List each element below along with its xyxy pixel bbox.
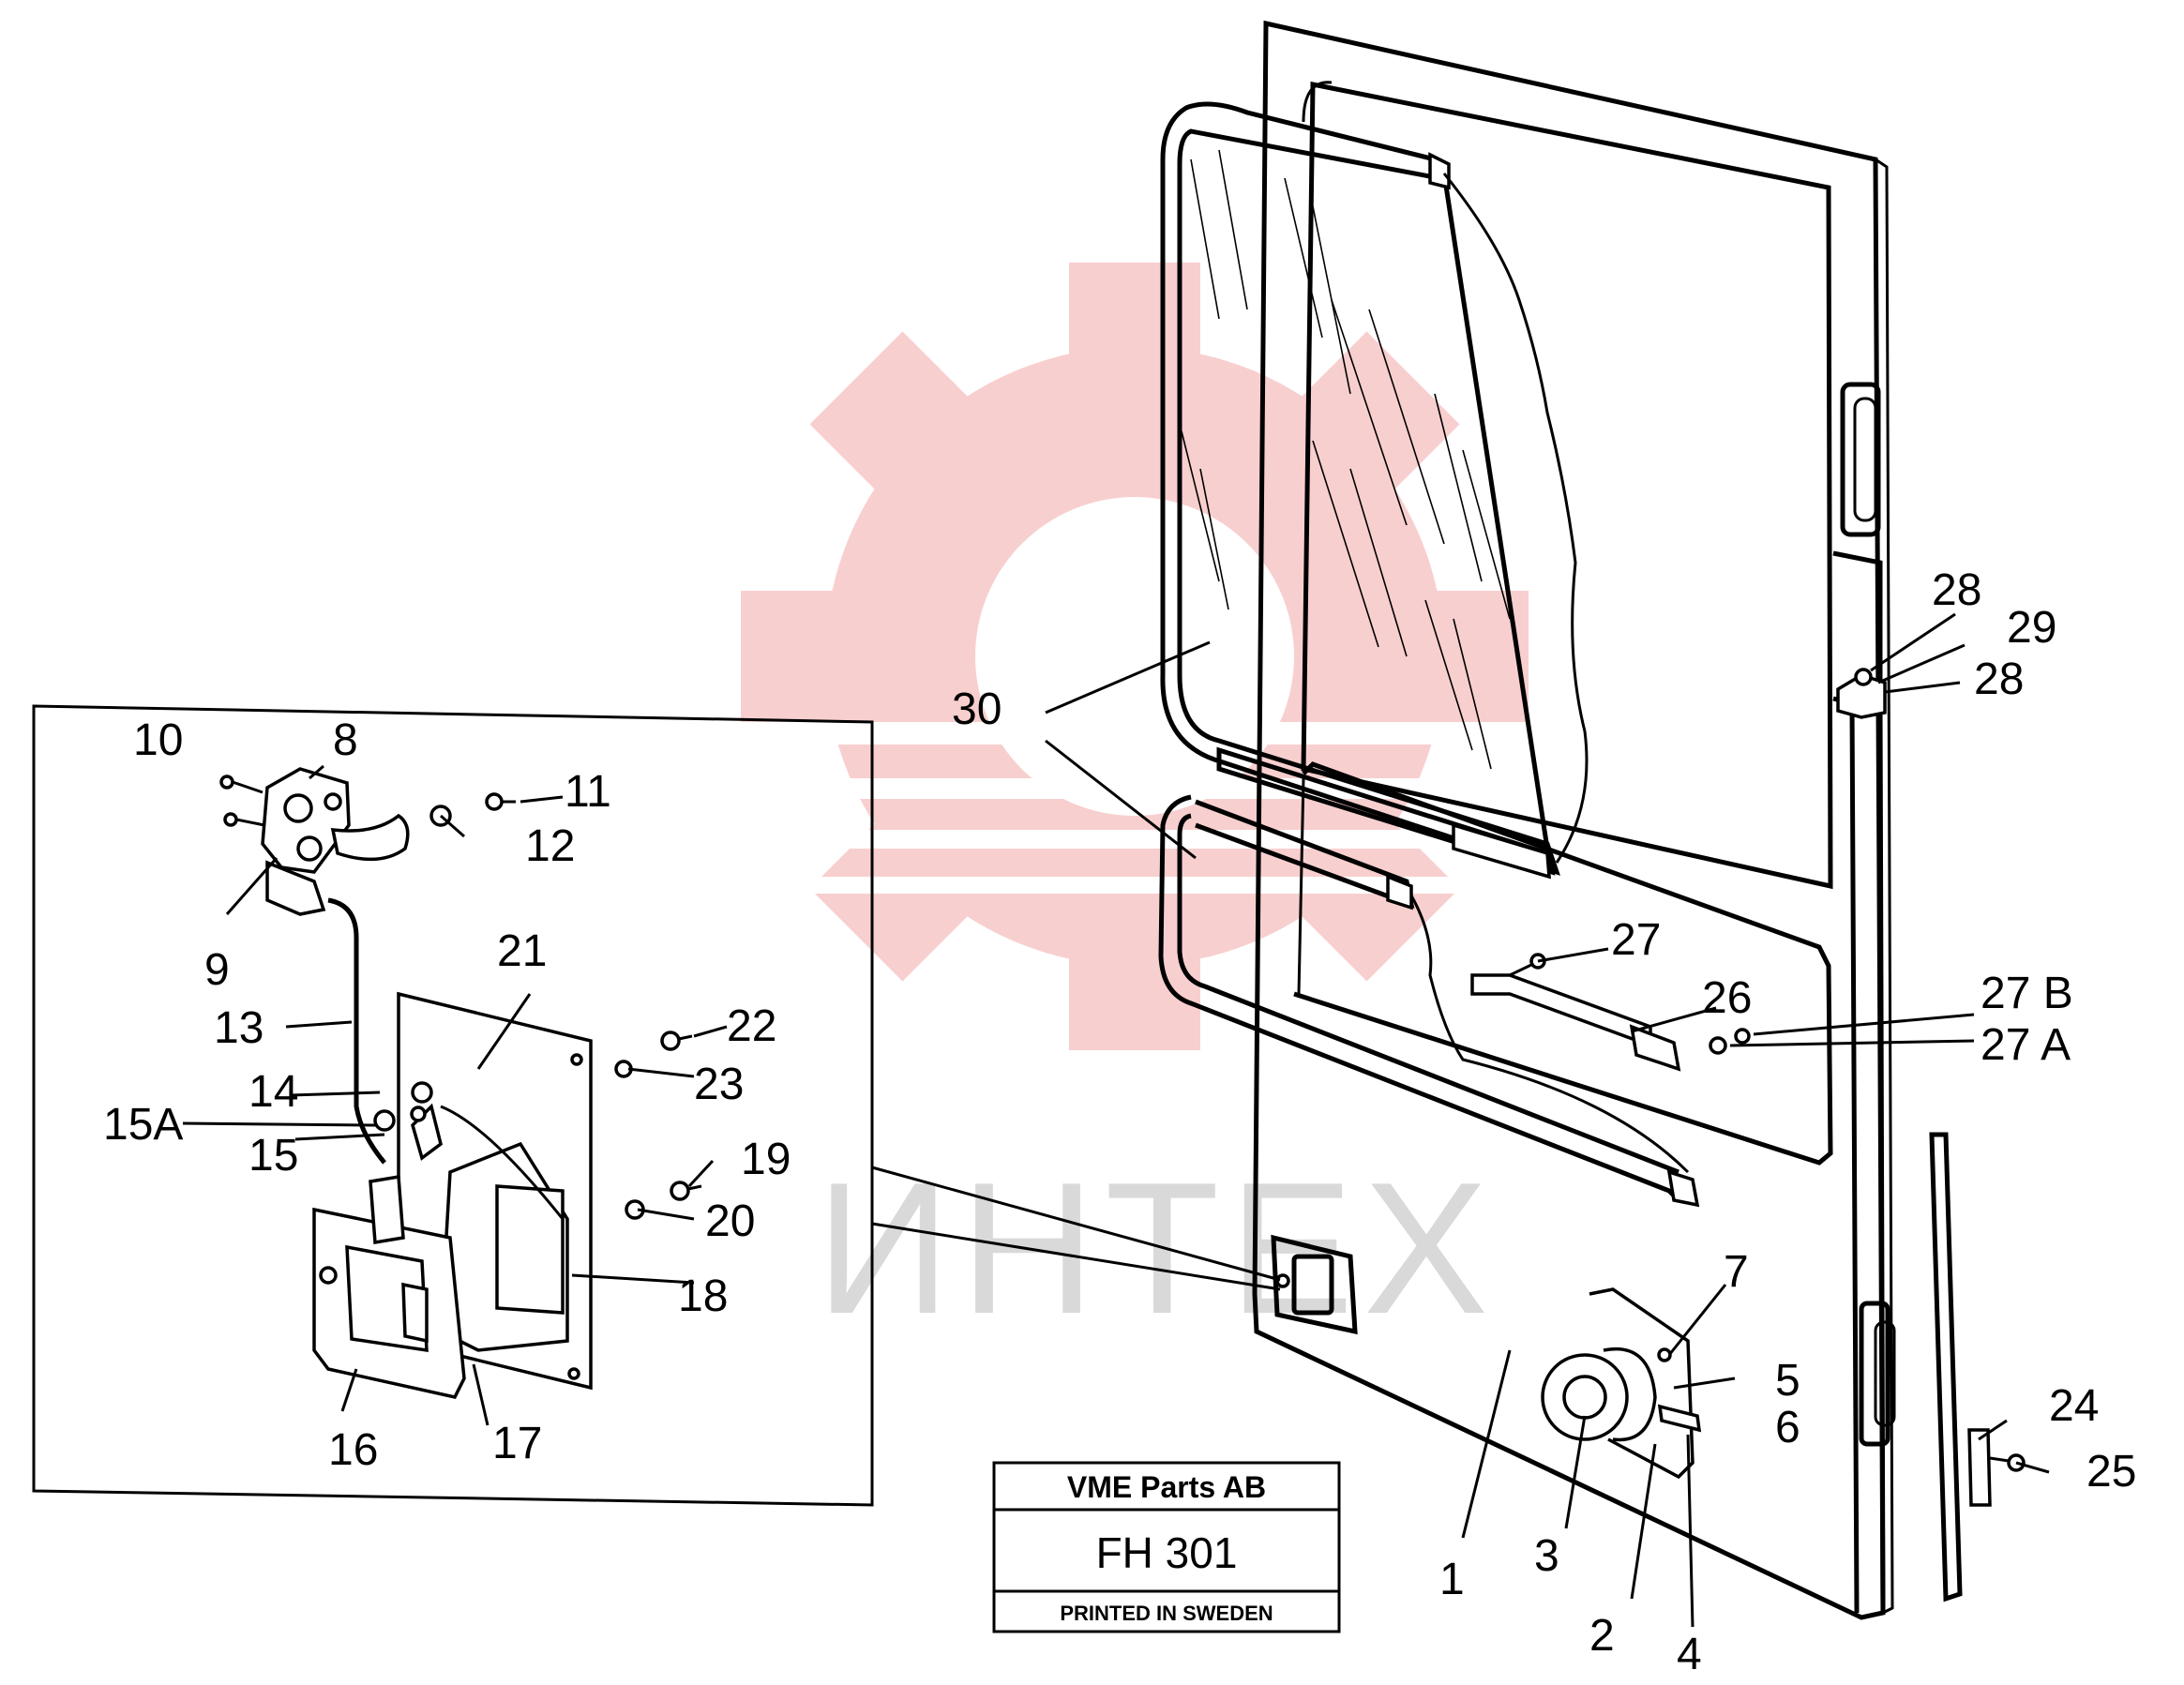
callout-16: 16 [328,1425,378,1475]
callout-5: 5 [1775,1356,1800,1406]
callout-19: 19 [741,1135,791,1184]
callout-2: 2 [1589,1611,1615,1661]
callout-27B: 27 B [1981,969,2073,1018]
detail-frame [32,704,1281,1507]
callout-27: 27 [1611,915,1661,965]
callout-labels: 1 2 3 4 5 6 7 8 9 10 11 12 13 14 15A 15 … [103,565,2136,1679]
callout-4: 4 [1677,1630,1702,1679]
callout-26: 26 [1702,973,1752,1023]
leader-lines [182,612,2050,1628]
title-company: VME Parts AB [1067,1470,1266,1504]
callout-20: 20 [705,1196,755,1246]
callout-15: 15 [249,1131,298,1181]
door-assembly [1252,20,2026,1620]
callout-12: 12 [525,821,575,871]
callout-9: 9 [204,945,230,995]
callout-7: 7 [1724,1247,1749,1297]
title-printed: PRINTED IN SWEDEN [1060,1602,1273,1625]
rod-13 [327,897,386,1165]
callout-17: 17 [492,1419,542,1468]
callout-13: 13 [214,1003,264,1053]
title-block: VME Parts AB FH 301 PRINTED IN SWEDEN [992,1461,1341,1633]
callout-15A: 15A [103,1100,183,1150]
title-code: FH 301 [1096,1528,1238,1577]
callout-11: 11 [565,767,611,817]
inner-handle [312,1081,569,1400]
callout-8: 8 [333,715,358,765]
callout-3: 3 [1534,1531,1559,1581]
callout-29: 29 [2007,603,2056,653]
latch-mechanism [219,767,516,916]
bracket-26 [1470,953,1751,1072]
lower-seal [1158,794,1700,1208]
callout-1: 1 [1439,1555,1465,1604]
fasteners [614,1031,702,1220]
callout-23: 23 [694,1060,744,1109]
callout-21: 21 [497,926,547,976]
watermark-text: ИНТЕХ [816,1144,1498,1353]
callout-6: 6 [1775,1403,1800,1452]
window-glass [1160,101,1589,880]
callout-22: 22 [727,1001,776,1051]
callout-14: 14 [249,1067,298,1117]
callout-30: 30 [952,685,1002,734]
callout-27A: 27 A [1981,1020,2071,1070]
callout-18: 18 [678,1271,728,1321]
callout-10: 10 [133,715,183,765]
callout-24: 24 [2049,1381,2099,1431]
callout-28-top: 28 [1932,565,1981,615]
lock-cylinder [1541,1287,1702,1480]
callout-25: 25 [2086,1447,2136,1497]
watermark-logo [656,263,1529,1050]
callout-28-bottom: 28 [1974,654,2024,704]
